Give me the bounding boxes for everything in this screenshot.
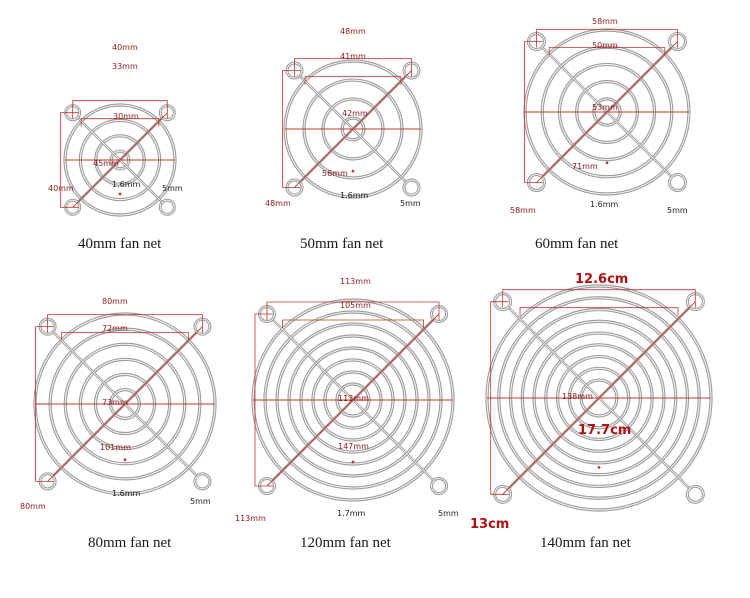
dim-diag-50mm: 56mm xyxy=(322,169,348,178)
fan-net-50mm xyxy=(260,25,440,215)
fan-net-120mm xyxy=(240,285,465,520)
dim-side-140mm: 13cm xyxy=(470,517,510,532)
dim-hole-50mm: 5mm xyxy=(400,199,421,208)
fan-net-40mm xyxy=(40,40,220,217)
caption-50mm: 50mm fan net xyxy=(300,236,384,252)
dim-hole-120mm: 5mm xyxy=(438,509,459,518)
dim-inner-50mm: 41mm xyxy=(340,52,366,61)
dim-wire-40mm: 1.6mm xyxy=(112,180,141,189)
fan-grill-40mm-image xyxy=(60,100,177,217)
fan-net-140mm xyxy=(480,284,730,525)
caption-120mm: 120mm fan net xyxy=(300,535,391,551)
fan-grill-50mm-image xyxy=(282,58,423,199)
dim-wire-120mm: 1.7mm xyxy=(337,509,366,518)
dim-inner-60mm: 50mm xyxy=(592,41,618,50)
dim-outer-120mm: 113mm xyxy=(340,277,371,286)
dim-outer-50mm: 48mm xyxy=(340,27,366,36)
dim-wire-50mm: 1.6mm xyxy=(340,191,369,200)
dim-ring-120mm: 113mm xyxy=(338,394,369,403)
dim-side-50mm: 48mm xyxy=(265,199,291,208)
dim-diag-80mm: 101mm xyxy=(100,443,131,452)
dim-ring-50mm: 42mm xyxy=(342,109,368,118)
dim-diag-140mm: 17.7cm xyxy=(578,423,632,438)
dim-side-120mm: 113mm xyxy=(235,514,266,523)
fan-grill-140mm-image xyxy=(485,284,713,512)
dim-hole-40mm: 5mm xyxy=(162,184,183,193)
dim-inner-40mm: 33mm xyxy=(112,62,138,71)
caption-140mm: 140mm fan net xyxy=(540,535,631,551)
dim-side-40mm: 40mm xyxy=(48,184,74,193)
caption-60mm: 60mm fan net xyxy=(535,236,619,252)
dim-diag-40mm: 45mm xyxy=(93,159,119,168)
dim-ring-140mm: 138mm xyxy=(562,392,593,401)
dim-inner-80mm: 72mm xyxy=(102,324,128,333)
caption-80mm: 80mm fan net xyxy=(88,535,172,551)
dim-ring-80mm: 73mm xyxy=(102,398,128,407)
dim-wire-60mm: 1.6mm xyxy=(590,200,619,209)
dim-outer-140mm: 12.6cm xyxy=(575,272,629,287)
caption-40mm: 40mm fan net xyxy=(78,236,162,252)
dim-ring-60mm: 53mm xyxy=(592,103,618,112)
dim-outer-80mm: 80mm xyxy=(102,297,128,306)
dim-diag-60mm: 71mm xyxy=(572,162,598,171)
dim-side-80mm: 80mm xyxy=(20,502,46,511)
dim-ring-40mm: 30mm xyxy=(113,112,139,121)
dim-wire-80mm: 1.6mm xyxy=(112,489,141,498)
dim-inner-120mm: 105mm xyxy=(340,301,371,310)
fan-net-80mm xyxy=(20,300,230,515)
dim-outer-60mm: 58mm xyxy=(592,17,618,26)
dim-diag-120mm: 147mm xyxy=(338,442,369,451)
fan-net-60mm xyxy=(510,15,710,220)
dim-hole-60mm: 5mm xyxy=(667,206,688,215)
fan-grill-80mm-image xyxy=(33,312,217,496)
dim-outer-40mm: 40mm xyxy=(112,43,138,52)
dim-hole-80mm: 5mm xyxy=(190,497,211,506)
dim-side-60mm: 58mm xyxy=(510,206,536,215)
fan-grill-120mm-image xyxy=(251,298,455,502)
fan-grill-60mm-image xyxy=(523,28,691,196)
